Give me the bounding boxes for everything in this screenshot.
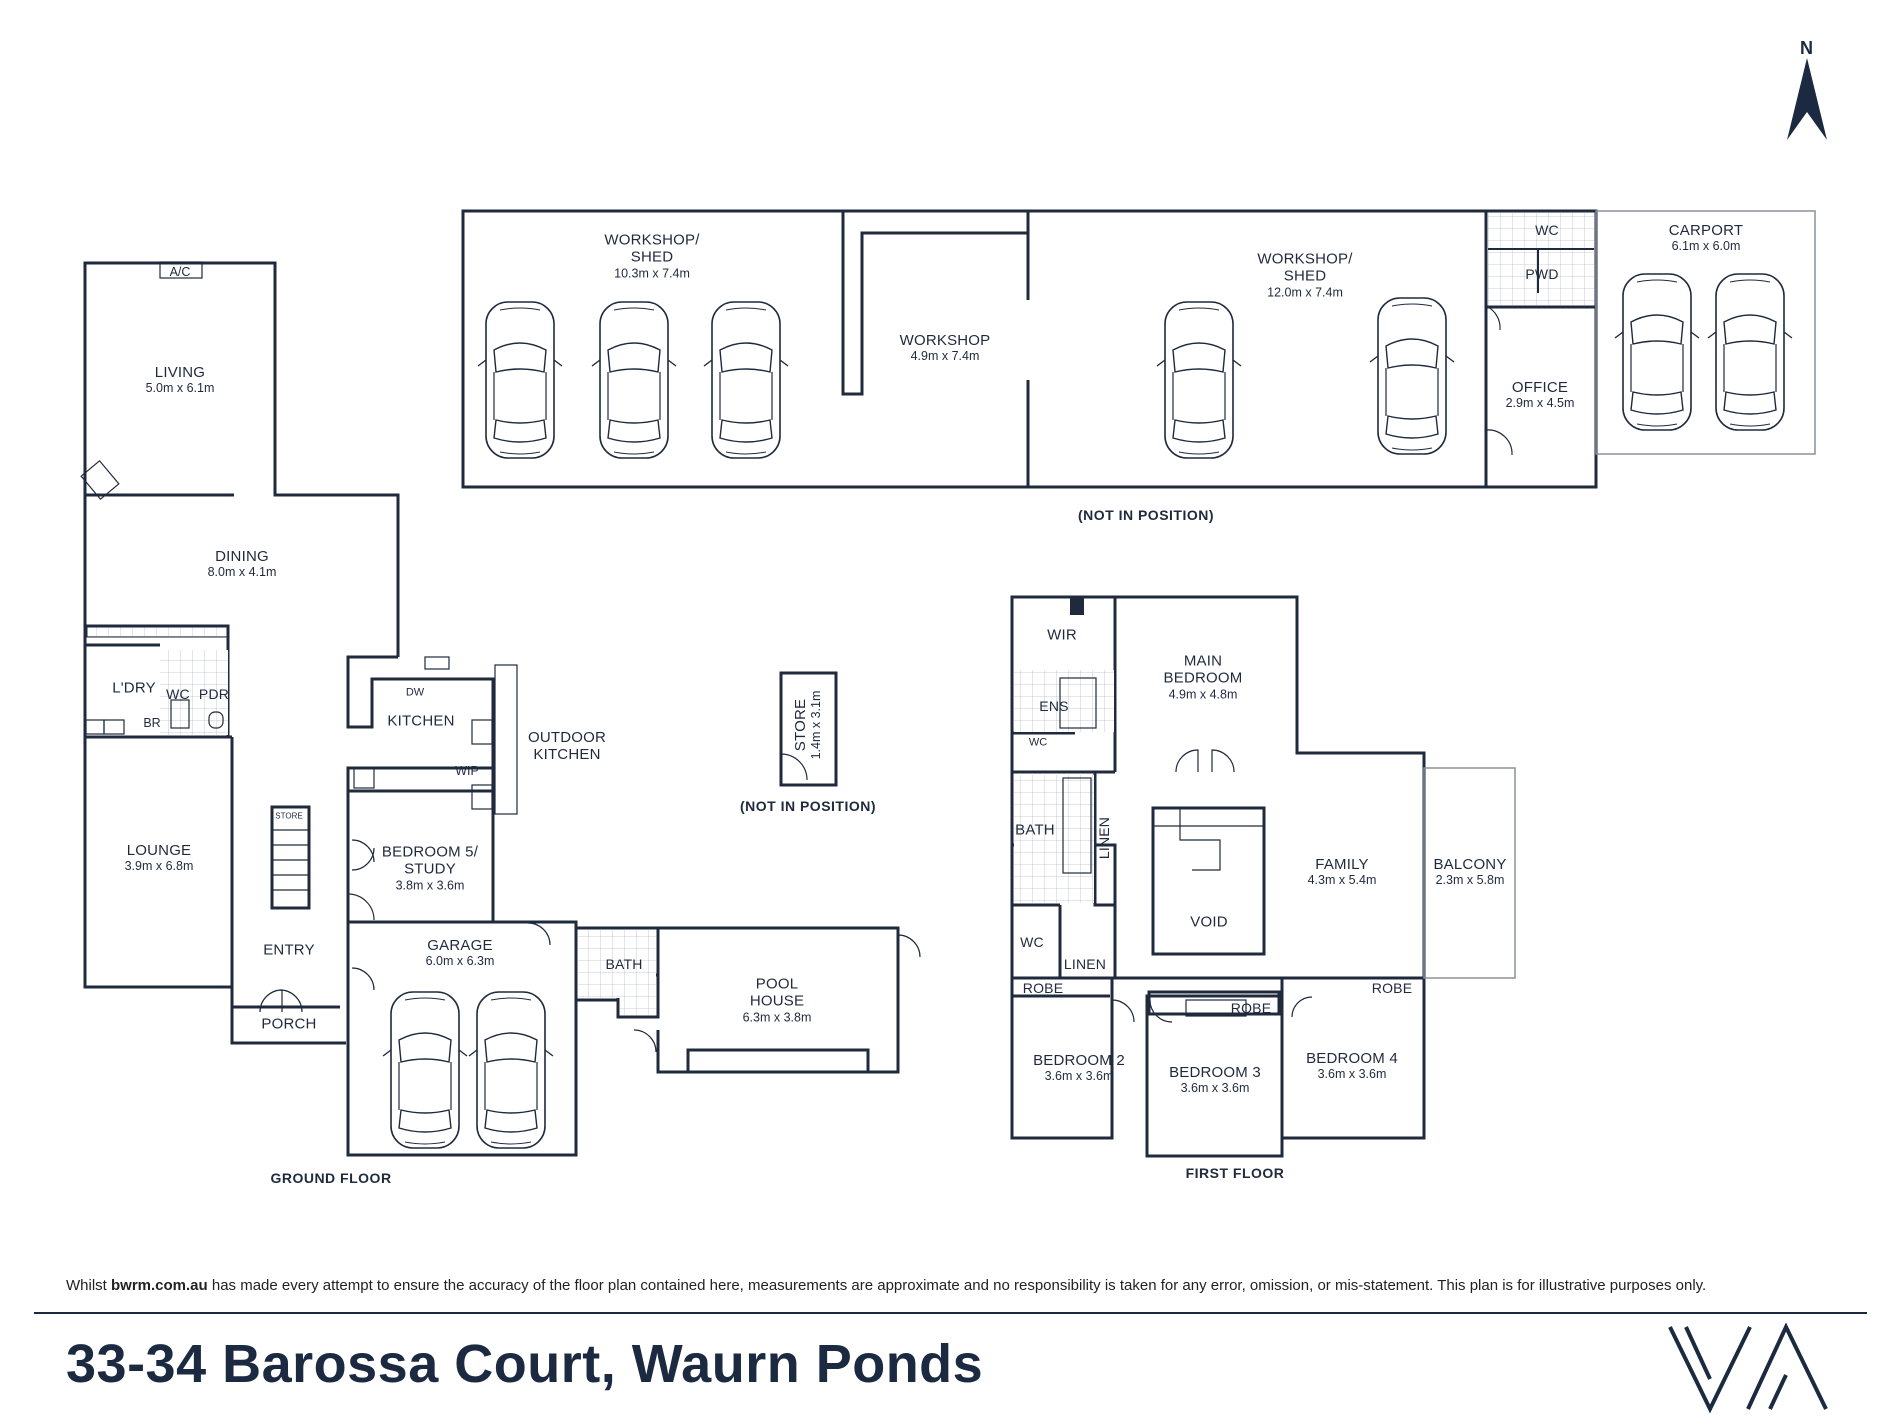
disclaimer-text: Whilst bwrm.com.au has made every attemp… bbox=[66, 1277, 1707, 1294]
room-workshop: WORKSHOP 4.9m x 7.4m bbox=[899, 332, 991, 364]
first-floor-walls bbox=[1010, 595, 1426, 1158]
stair-store-label: STORE bbox=[275, 811, 303, 821]
room-bedroom-4: BEDROOM 4 3.6m x 3.6m bbox=[1306, 1050, 1398, 1082]
room-pool-house: POOL HOUSE 6.3m x 3.8m bbox=[742, 975, 812, 1025]
ground-floor-walls bbox=[83, 261, 900, 1157]
room-wip: WIP bbox=[455, 763, 479, 778]
robe-label-2: ROBE bbox=[1230, 999, 1272, 1016]
room-wc-ground: WC bbox=[166, 685, 190, 702]
room-wc-first-2: WC bbox=[1020, 933, 1044, 950]
room-lounge: LOUNGE 3.9m x 6.8m bbox=[124, 842, 194, 874]
disclaimer-site-link[interactable]: bwrm.com.au bbox=[111, 1277, 208, 1294]
linen-label-1: LINEN bbox=[1095, 816, 1112, 860]
room-workshop-shed-1: WORKSHOP/ SHED 10.3m x 7.4m bbox=[604, 231, 700, 281]
room-garage: GARAGE 6.0m x 6.3m bbox=[425, 937, 495, 969]
room-laundry: L'DRY bbox=[112, 679, 156, 697]
room-outdoor-kitchen: OUTDOOR KITCHEN bbox=[527, 728, 607, 763]
room-bedroom-2: BEDROOM 2 3.6m x 3.6m bbox=[1033, 1052, 1125, 1084]
room-wc-out: WC bbox=[1535, 221, 1559, 238]
room-wir: WIR bbox=[1047, 626, 1077, 644]
va-logo-icon bbox=[1668, 1323, 1828, 1414]
room-void: VOID bbox=[1190, 913, 1228, 931]
room-entry: ENTRY bbox=[263, 941, 315, 959]
room-pdr: PDR bbox=[198, 685, 230, 702]
linen-label-2: LINEN bbox=[1063, 955, 1107, 972]
caption-ground-floor: GROUND FLOOR bbox=[270, 1170, 392, 1186]
room-balcony: BALCONY 2.3m x 5.8m bbox=[1433, 856, 1507, 888]
north-label: N bbox=[1800, 38, 1813, 58]
footer-divider bbox=[34, 1312, 1867, 1314]
robe-label-1: ROBE bbox=[1022, 979, 1064, 996]
robe-label-3: ROBE bbox=[1371, 979, 1413, 996]
room-workshop-shed-2: WORKSHOP/ SHED 12.0m x 7.4m bbox=[1257, 250, 1353, 300]
room-main-bedroom: MAIN BEDROOM 4.9m x 4.8m bbox=[1163, 652, 1243, 702]
room-bath-first: BATH bbox=[1015, 821, 1055, 839]
room-br: BR bbox=[143, 715, 161, 730]
north-arrow-icon bbox=[1787, 58, 1827, 140]
not-in-position-note-1: (NOT IN POSITION) bbox=[1077, 507, 1215, 523]
room-store: STORE 1.4m x 3.1m bbox=[792, 690, 824, 760]
room-bedroom-3: BEDROOM 3 3.6m x 3.6m bbox=[1169, 1064, 1261, 1096]
dishwasher-label: DW bbox=[405, 686, 425, 699]
room-wc-first-1: WC bbox=[1028, 736, 1048, 749]
room-office: OFFICE 2.9m x 4.5m bbox=[1505, 379, 1575, 411]
room-ens: ENS bbox=[1039, 697, 1069, 714]
room-family: FAMILY 4.3m x 5.4m bbox=[1307, 856, 1377, 888]
room-pwd: PWD bbox=[1525, 265, 1559, 282]
room-dining: DINING 8.0m x 4.1m bbox=[207, 548, 277, 580]
room-living: LIVING 5.0m x 6.1m bbox=[145, 364, 215, 396]
not-in-position-note-2: (NOT IN POSITION) bbox=[739, 798, 877, 814]
room-bedroom-5: BEDROOM 5/ STUDY 3.8m x 3.6m bbox=[381, 843, 479, 893]
room-porch: PORCH bbox=[261, 1015, 317, 1033]
room-kitchen: KITCHEN bbox=[387, 712, 455, 730]
door-swings bbox=[259, 305, 1513, 1053]
ac-label: A/C bbox=[169, 264, 191, 279]
room-bath-ground: BATH bbox=[605, 955, 643, 972]
caption-first-floor: FIRST FLOOR bbox=[1185, 1165, 1285, 1181]
property-address: 33-34 Barossa Court, Waurn Ponds bbox=[66, 1334, 984, 1394]
room-carport: CARPORT 6.1m x 6.0m bbox=[1668, 222, 1744, 254]
